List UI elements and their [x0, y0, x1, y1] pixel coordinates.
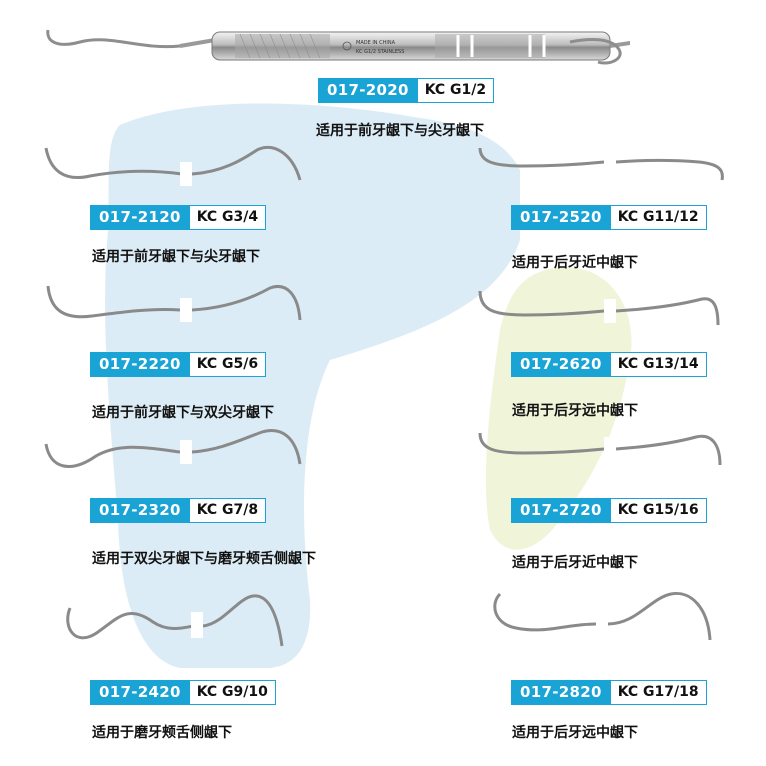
product-code: 017-2220 — [91, 353, 190, 376]
product-description: 适用于后牙近中龈下 — [512, 555, 638, 571]
product-description: 适用于双尖牙龈下与磨牙颊舌侧龈下 — [92, 551, 316, 567]
product-label-017-2420: 017-2420 KC G9/10 — [90, 680, 276, 705]
product-code: 017-2520 — [512, 206, 611, 229]
product-model: KC G17/18 — [617, 684, 699, 700]
instrument-image-g9-10 — [58, 588, 298, 658]
handle-text-bottom: KC G1/2 STAINLESS — [356, 49, 404, 55]
instrument-image-g7-8 — [40, 422, 310, 478]
product-model: KC G13/14 — [617, 356, 699, 372]
product-label-017-2820: 017-2820 KC G17/18 — [511, 680, 707, 705]
instrument-image-g5-6 — [42, 280, 312, 332]
product-model: KC G15/16 — [617, 502, 699, 518]
header-description: 适用于前牙龈下与尖牙龈下 — [316, 123, 484, 139]
product-model: KC G3/4 — [196, 209, 259, 225]
instrument-image-g13-14 — [474, 285, 734, 337]
instrument-image-g11-12 — [474, 140, 734, 188]
product-description: 适用于磨牙颊舌侧龈下 — [92, 725, 232, 741]
instrument-image-g15-16 — [474, 425, 734, 477]
product-code: 017-2720 — [512, 499, 611, 522]
product-code: 017-2020 — [319, 79, 418, 102]
product-model: KC G5/6 — [196, 356, 259, 372]
product-label-017-2220: 017-2220 KC G5/6 — [90, 352, 267, 377]
product-label-017-2320: 017-2320 KC G7/8 — [90, 498, 267, 523]
instrument-image-header: MADE IN CHINA KC G1/2 STAINLESS — [40, 18, 630, 78]
instrument-image-g17-18 — [486, 584, 726, 650]
product-model: KC G9/10 — [196, 684, 268, 700]
product-model: KC G11/12 — [617, 209, 699, 225]
product-code: 017-2320 — [91, 499, 190, 522]
product-description: 适用于后牙近中龈下 — [512, 255, 638, 271]
product-code: 017-2820 — [512, 681, 611, 704]
product-label-017-2720: 017-2720 KC G15/16 — [511, 498, 707, 523]
product-description: 适用于前牙龈下与尖牙龈下 — [92, 249, 260, 265]
header-product-label: 017-2020 KC G1/2 — [318, 78, 495, 103]
product-label-017-2520: 017-2520 KC G11/12 — [511, 205, 707, 230]
product-description: 适用于后牙远中龈下 — [512, 403, 638, 419]
product-code: 017-2120 — [91, 206, 190, 229]
instrument-image-g3-4 — [42, 140, 312, 192]
product-code: 017-2420 — [91, 681, 190, 704]
product-code: 017-2620 — [512, 353, 611, 376]
product-label-017-2120: 017-2120 KC G3/4 — [90, 205, 267, 230]
product-model: KC G1/2 — [424, 82, 487, 98]
handle-text-top: MADE IN CHINA — [356, 40, 396, 46]
product-description: 适用于前牙龈下与双尖牙龈下 — [92, 405, 274, 421]
product-label-017-2620: 017-2620 KC G13/14 — [511, 352, 707, 377]
product-description: 适用于后牙远中龈下 — [512, 725, 638, 741]
product-model: KC G7/8 — [196, 502, 259, 518]
